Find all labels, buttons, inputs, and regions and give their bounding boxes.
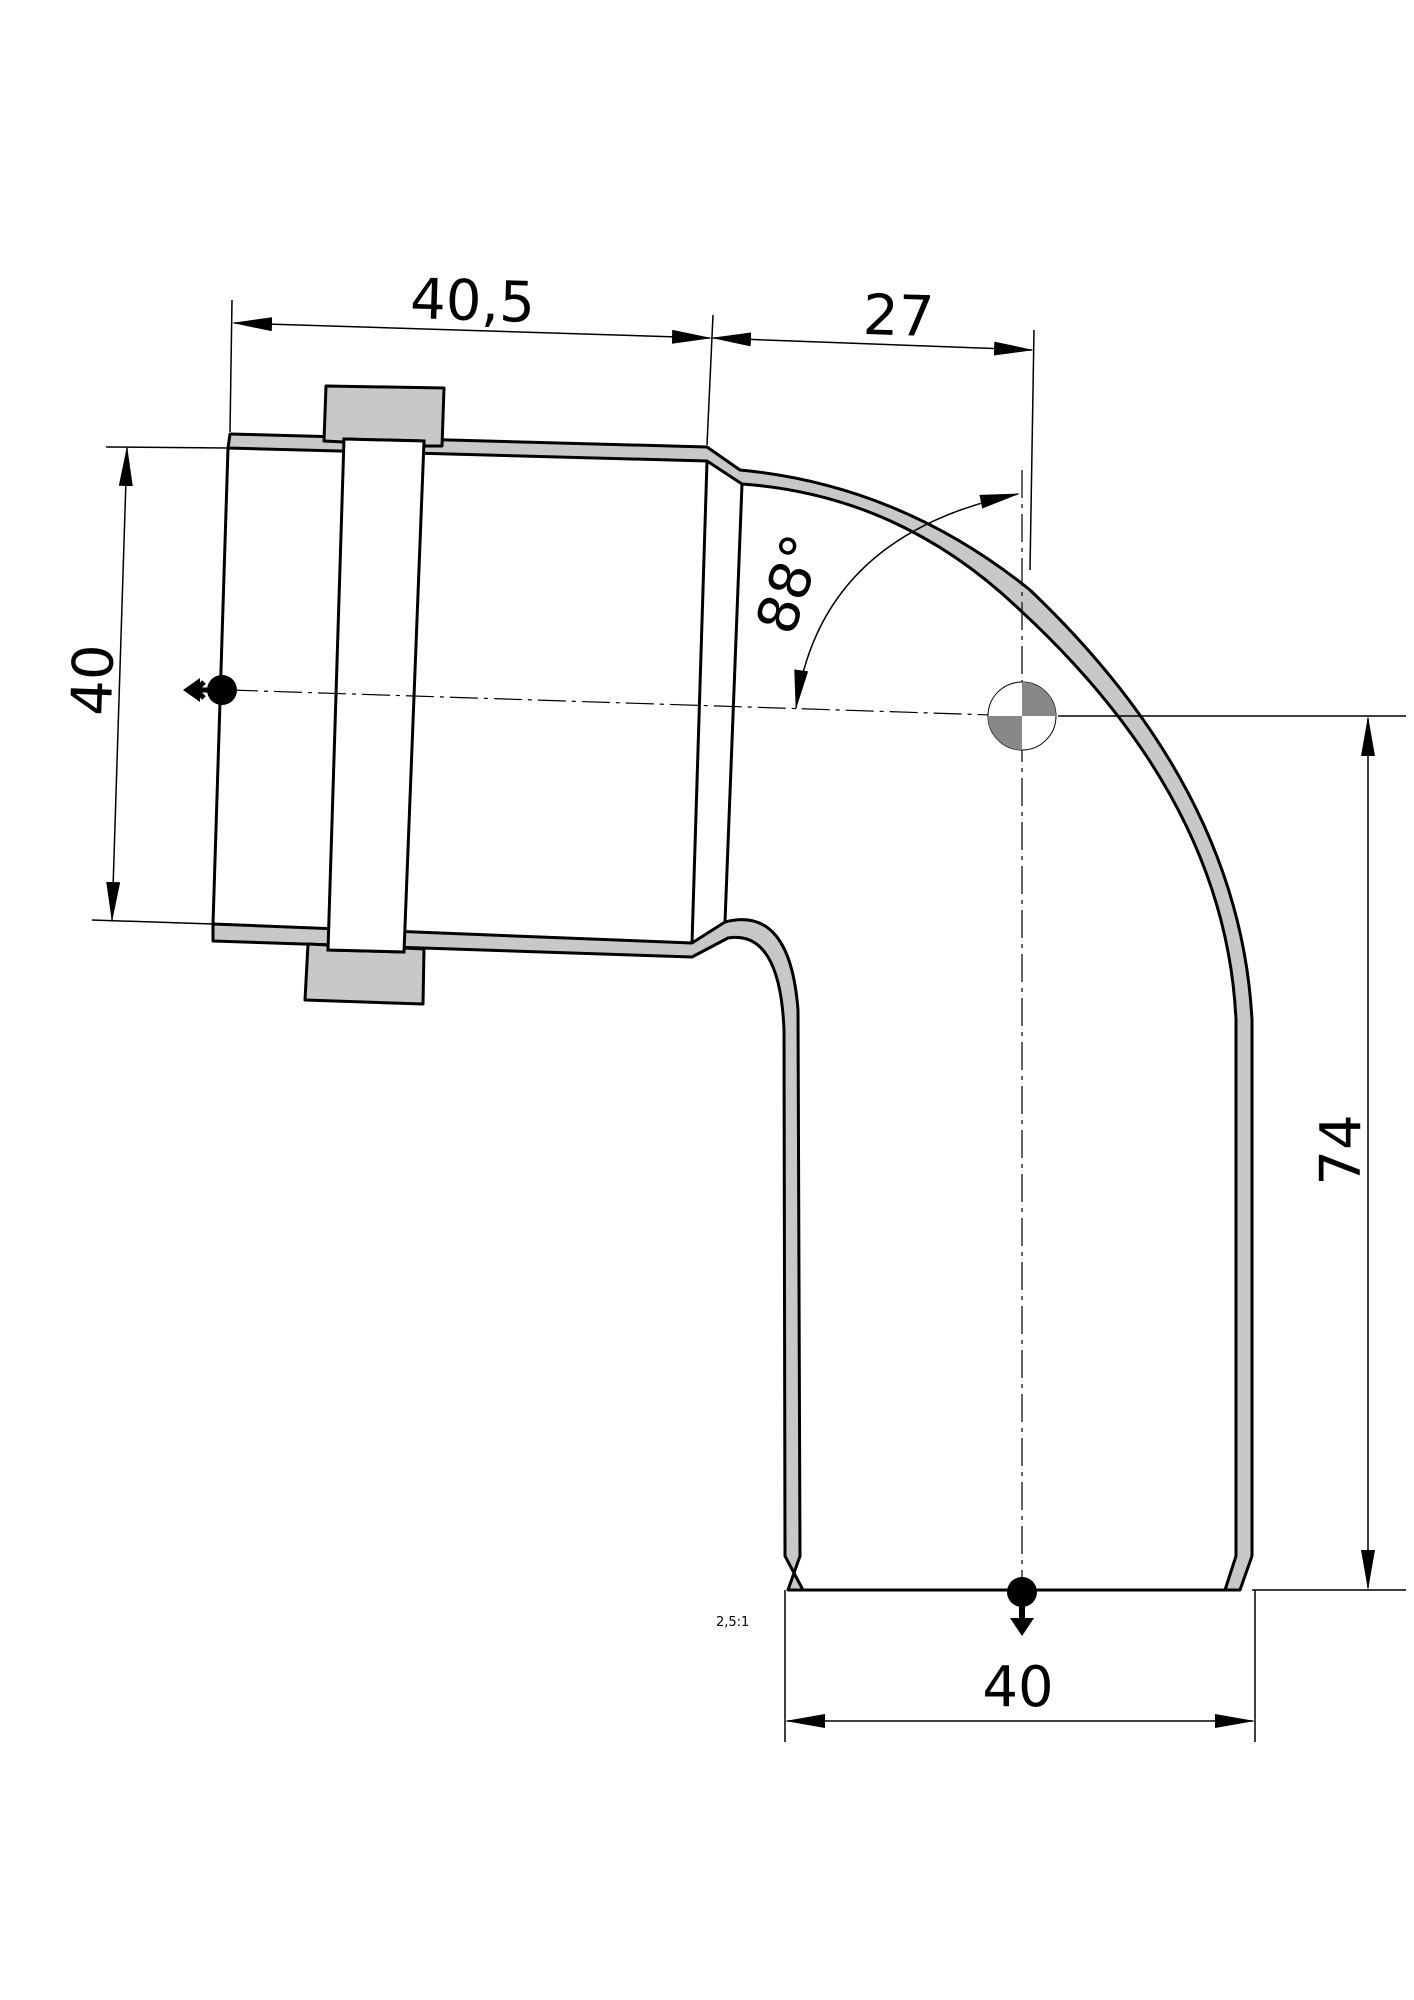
inner-wall [211,918,805,1592]
socket-diameter-label: 40 [60,643,127,716]
dimension-height: 74 [1058,715,1406,1591]
outlet-connection-icon [1007,1577,1037,1636]
offset-length-label: 27 [862,283,935,350]
horizontal-centre-line [229,689,1023,717]
inlet-connection-icon [183,675,237,705]
dimension-socket-diameter: 40 [60,446,229,925]
socket-length-label: 40,5 [409,267,536,336]
transition-line [723,483,744,923]
elbow-body [211,384,1254,1592]
dimension-offset: 27 [711,283,1035,571]
dimension-outlet-diameter: 40 [784,1590,1256,1742]
seal-ring-bottom [303,942,426,1006]
seal-ring-top [322,384,446,448]
angle-label: 88° [744,527,836,641]
centre-mark [987,681,1057,751]
seal-ring-body [326,437,426,954]
outlet-diameter-label: 40 [982,1655,1053,1720]
scale-label: 2,5:1 [716,1615,749,1630]
dimension-angle: 88° [744,493,1020,710]
height-label: 74 [1309,1114,1374,1185]
dimension-socket-length: 40,5 [229,267,714,446]
socket-end-line [690,460,709,944]
